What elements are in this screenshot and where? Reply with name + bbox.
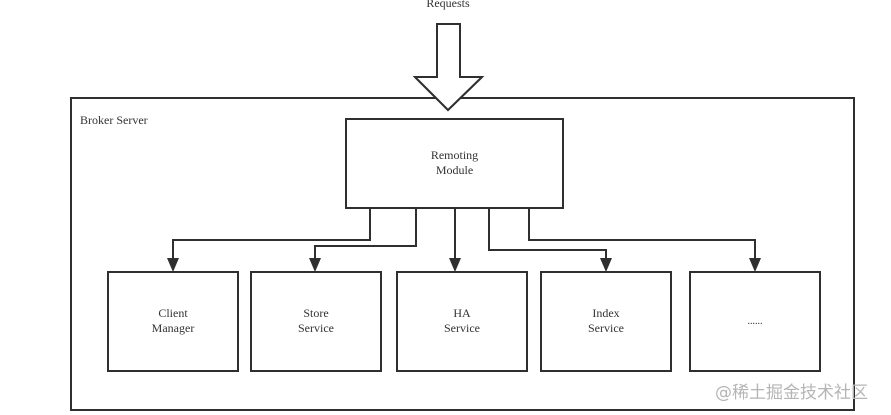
more-modules-box: [689, 271, 821, 372]
client-manager-box: [107, 271, 239, 372]
module-line1: HA: [453, 306, 471, 320]
module-line2: Service: [298, 321, 334, 335]
index-service-label: Index Service: [541, 306, 671, 336]
module-line2: Service: [444, 321, 480, 335]
module-line2: Service: [588, 321, 624, 335]
arrowhead: [309, 258, 321, 272]
ha-service-box: [396, 271, 528, 372]
arrowhead: [167, 258, 179, 272]
broker-server-container: [70, 97, 855, 411]
container-label: Broker Server: [80, 113, 148, 127]
hub-line1: Remoting: [430, 148, 479, 162]
module-line1: Client: [158, 306, 188, 320]
requests-label: Requests: [426, 0, 470, 10]
arrowhead: [449, 258, 461, 272]
arrowhead: [600, 258, 612, 272]
more-modules-label: ......: [690, 314, 820, 329]
module-line2: Manager: [151, 321, 195, 335]
module-line1: Store: [303, 306, 329, 320]
index-service-box: [540, 271, 672, 372]
arrowhead: [749, 258, 761, 272]
hub-line2: Module: [435, 163, 474, 177]
edge-store-service: [314, 208, 417, 262]
watermark: @稀土掘金技术社区: [715, 383, 868, 403]
module-line1: Index: [592, 306, 620, 320]
module-line1: ......: [747, 316, 763, 327]
edge-more: [528, 208, 756, 262]
store-service-label: Store Service: [251, 306, 381, 336]
store-service-box: [250, 271, 382, 372]
edge-client-manager: [172, 208, 371, 262]
edge-index-service: [488, 208, 607, 262]
ha-service-label: HA Service: [397, 306, 527, 336]
client-manager-label: Client Manager: [108, 306, 238, 336]
remoting-module-label: Remoting Module: [346, 148, 563, 178]
remoting-module-box: [345, 118, 564, 209]
